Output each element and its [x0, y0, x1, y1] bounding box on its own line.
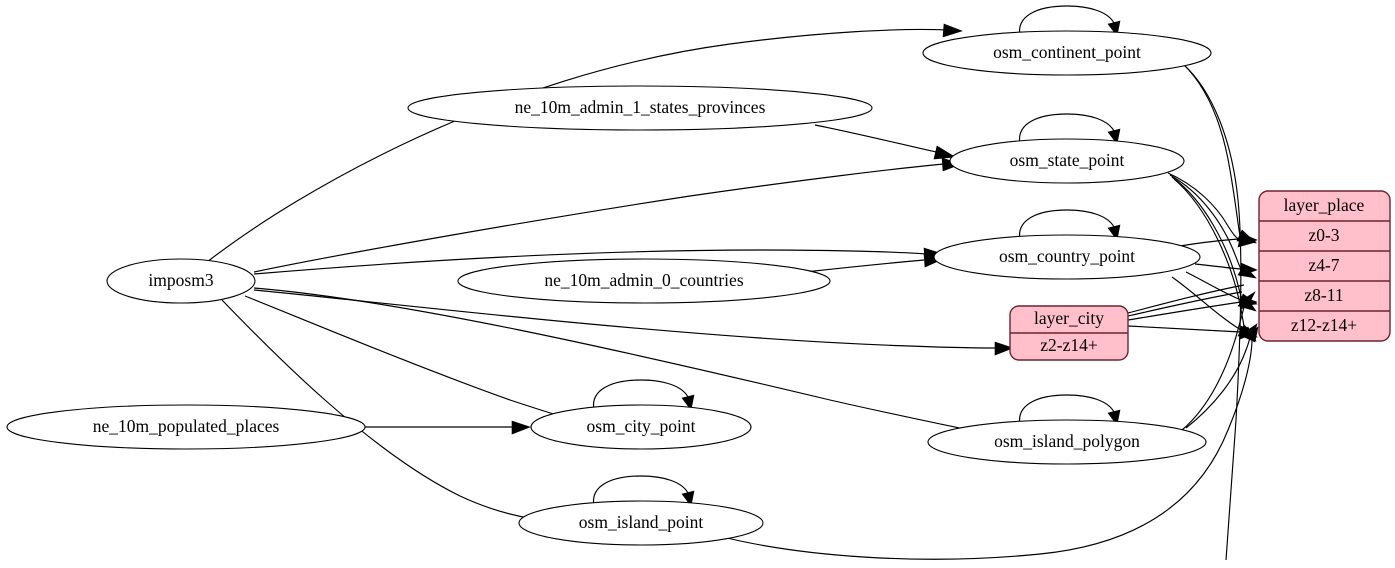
self-loop-osm-island-point: [592, 475, 695, 507]
edge-imposm3-to-osm-city-point: [244, 295, 593, 428]
edge-ne-populated-places-to-osm-city-point: [365, 420, 531, 435]
node-ne-10m-admin-0-countries[interactable]: ne_10m_admin_0_countries: [457, 258, 831, 304]
node-imposm3[interactable]: imposm3: [106, 258, 256, 304]
node-osm-state-point[interactable]: osm_state_point: [949, 138, 1185, 184]
record-node-layer-place[interactable]: layer_place z0-3 z4-7 z8-11 z12-z14+: [1258, 190, 1391, 342]
self-loop-osm-state-point: [1018, 113, 1121, 145]
edge-osm-island-point-to-layer-place-z12-z14: [722, 326, 1259, 560]
node-ne-10m-populated-places[interactable]: ne_10m_populated_places: [6, 404, 366, 450]
self-loop-osm-city-point: [592, 379, 695, 411]
node-layer: imposm3 ne_10m_admin_1_states_provinces …: [6, 30, 1212, 546]
record-node-layer-city[interactable]: layer_city z2-z14+: [1009, 305, 1129, 361]
node-osm-continent-point[interactable]: osm_continent_point: [922, 30, 1212, 76]
edge-imposm3-to-osm-continent-point: [206, 23, 963, 263]
edge-layer-city-secondary-a: [1127, 291, 1243, 317]
edge-layer-city-secondary-b: [1127, 284, 1245, 314]
edge-ne-admin-0-countries-to-osm-country-point: [804, 253, 944, 273]
node-osm-city-point[interactable]: osm_city_point: [530, 404, 752, 450]
node-osm-island-point[interactable]: osm_island_point: [518, 500, 764, 546]
node-osm-island-polygon[interactable]: osm_island_polygon: [927, 419, 1207, 465]
edge-osm-island-polygon-to-layer-place-z8-11: [1181, 291, 1256, 431]
edge-ne-states-provinces-to-osm-state-point: [814, 124, 956, 160]
node-osm-country-point[interactable]: osm_country_point: [933, 234, 1201, 280]
edge-osm-country-point-to-layer-place-z4-7: [1194, 262, 1258, 277]
node-ne-10m-admin-1-states-provinces[interactable]: ne_10m_admin_1_states_provinces: [407, 85, 873, 131]
edge-imposm3-to-osm-state-point: [253, 157, 962, 273]
edge-osm-country-point-to-layer-place-z0-3: [1179, 232, 1258, 247]
